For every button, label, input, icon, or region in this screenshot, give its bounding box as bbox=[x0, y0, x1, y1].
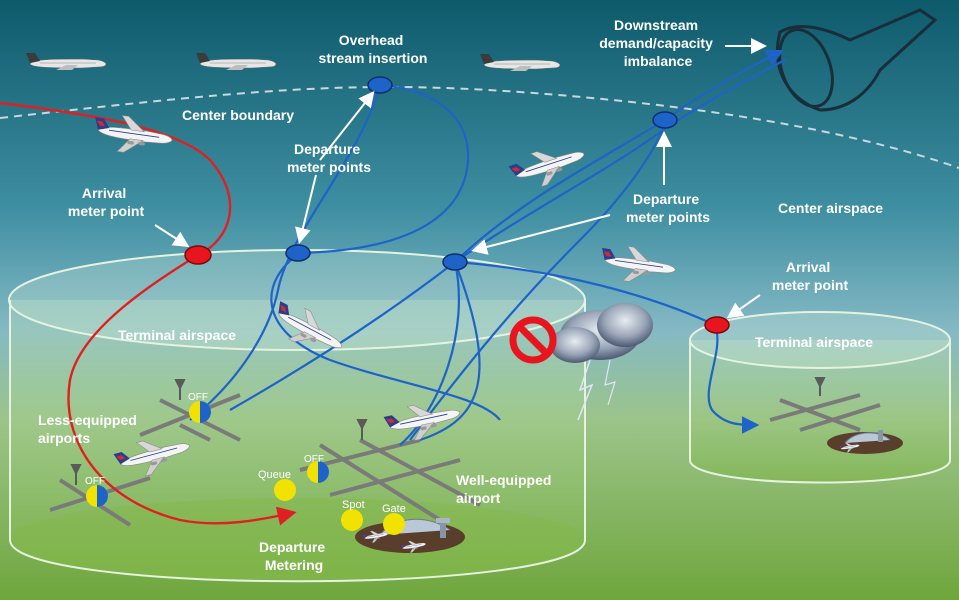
spot-indicator: Spot bbox=[341, 499, 365, 531]
center-airspace-label: Center airspace bbox=[778, 200, 883, 216]
terminal-airspace-right-label: Terminal airspace bbox=[755, 334, 873, 350]
arrival-meter-point-right-label: Arrival meter point bbox=[772, 259, 849, 293]
arrival-meter-point-right bbox=[704, 316, 730, 334]
antenna-icon bbox=[356, 419, 368, 440]
prohibited-icon bbox=[509, 316, 557, 364]
arrival-meter-point-left-label: Arrival meter point bbox=[68, 185, 145, 219]
antenna-icon bbox=[70, 464, 82, 485]
off-label: OFF bbox=[304, 454, 324, 465]
antenna-icon bbox=[814, 377, 826, 396]
gate-label: Gate bbox=[382, 503, 406, 515]
meter-point-departure-left bbox=[285, 244, 311, 262]
funnel-icon bbox=[775, 8, 938, 112]
meter-point-departure-center bbox=[442, 253, 468, 271]
less-equipped-airports-label: Less-equipped airports bbox=[38, 412, 141, 446]
meter-point-overhead bbox=[367, 76, 393, 94]
spot-label: Spot bbox=[342, 499, 365, 511]
overhead-stream-insertion-label: Overhead stream insertion bbox=[319, 32, 428, 66]
off-label: OFF bbox=[188, 392, 208, 403]
queue-label: Queue bbox=[258, 469, 291, 481]
off-status-indicator: OFF bbox=[304, 454, 329, 483]
center-boundary-label: Center boundary bbox=[182, 107, 294, 123]
pointer-arrows bbox=[154, 38, 767, 319]
departure-meter-points-left-label: Departure meter points bbox=[287, 141, 371, 175]
terminal-airspace-right-cylinder bbox=[689, 311, 951, 484]
antenna-icon bbox=[174, 379, 186, 400]
meter-point-departure-upper bbox=[652, 111, 678, 129]
off-label: OFF bbox=[85, 476, 105, 487]
queue-indicator: Queue bbox=[258, 469, 296, 501]
departure-metering-label: Departure Metering bbox=[259, 539, 329, 573]
terminal-airspace-left-label: Terminal airspace bbox=[118, 327, 236, 343]
arrival-route bbox=[0, 101, 297, 526]
off-status-indicator: OFF bbox=[188, 392, 211, 423]
departure-routes bbox=[189, 50, 786, 446]
runway-right-airport bbox=[769, 393, 881, 432]
thunderstorm-icon bbox=[550, 303, 653, 421]
departure-meter-points-right-label: Departure meter points bbox=[626, 191, 710, 225]
downstream-imbalance-label: Downstream demand/capacity imbalance bbox=[599, 17, 717, 69]
well-equipped-airport-label: Well-equipped airport bbox=[456, 472, 555, 506]
arrival-meter-point-left bbox=[184, 245, 212, 265]
gate-indicator: Gate bbox=[382, 503, 406, 535]
center-boundary-line bbox=[0, 86, 959, 169]
off-status-indicator: OFF bbox=[85, 476, 108, 507]
